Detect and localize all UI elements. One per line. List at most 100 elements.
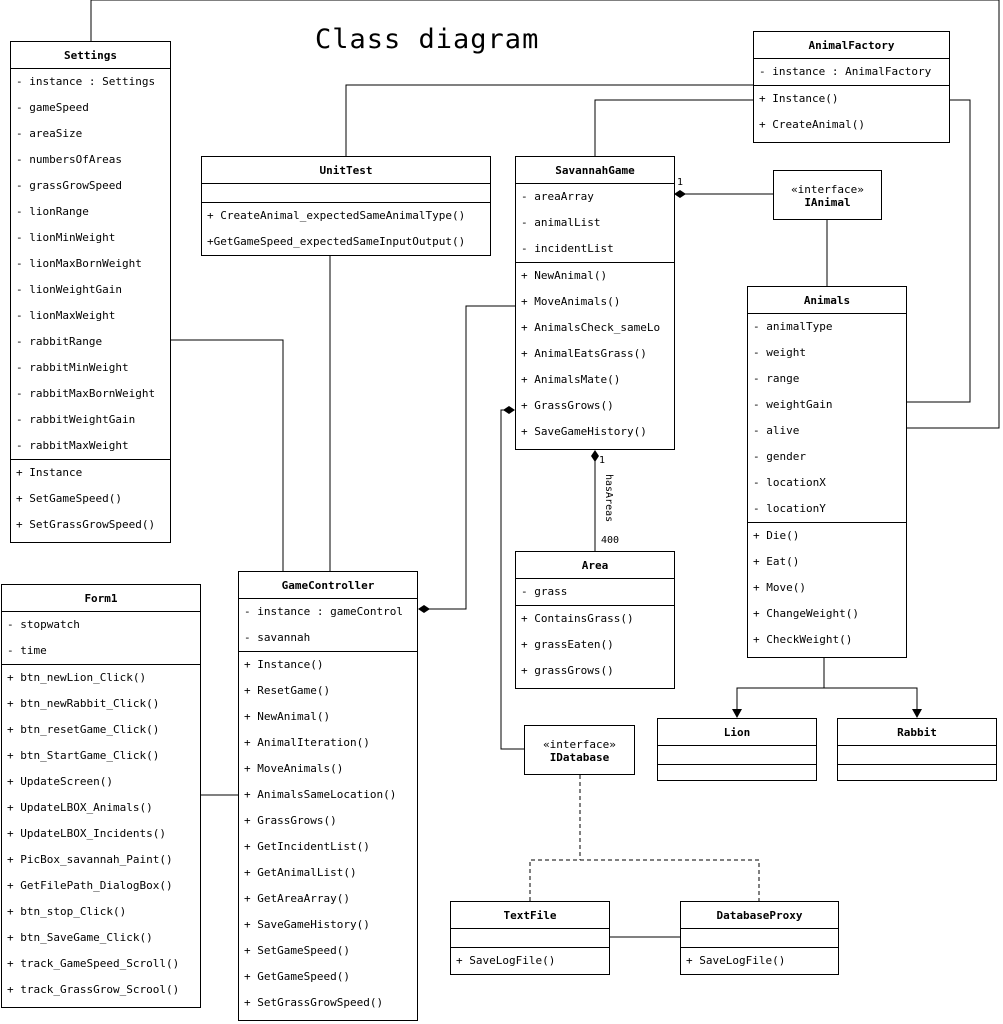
method-item: + SaveGameHistory() bbox=[244, 918, 370, 931]
attribute-item: - savannah bbox=[244, 631, 311, 644]
lion-inheritance-link bbox=[736, 687, 918, 712]
method-item: + grassGrows() bbox=[521, 664, 614, 677]
attribute-section bbox=[202, 184, 490, 203]
method-item: + SetGameSpeed() bbox=[16, 492, 122, 505]
method-item: + UpdateLBOX_Animals() bbox=[7, 801, 153, 814]
method-item: + GrassGrows() bbox=[521, 399, 614, 412]
method-item: + GetIncidentList() bbox=[244, 840, 370, 853]
method-item: + AnimalIteration() bbox=[244, 736, 370, 749]
class-textfile[interactable]: TextFile+ SaveLogFile() bbox=[450, 901, 610, 975]
class-name: Area bbox=[581, 558, 609, 572]
class-name: Form1 bbox=[84, 591, 118, 605]
attribute-section bbox=[681, 929, 838, 948]
method-item: + btn_newRabbit_Click() bbox=[7, 697, 160, 710]
controller-game-diamond bbox=[418, 605, 430, 613]
attribute-item: - lionMaxBornWeight bbox=[16, 257, 142, 270]
method-section: + Die()+ Eat()+ Move()+ ChangeWeight()+ … bbox=[748, 523, 906, 653]
attribute-item: - areaSize bbox=[16, 127, 83, 140]
attribute-item: - lionMinWeight bbox=[16, 231, 116, 244]
class-lion[interactable]: Lion bbox=[657, 718, 817, 781]
class-gamecontroller[interactable]: GameController- instance : gameControl- … bbox=[238, 571, 418, 1021]
method-section: + NewAnimal() + MoveAnimals() + AnimalsChe… bbox=[516, 263, 674, 445]
method-item: + btn_SaveGame_Click() bbox=[7, 931, 153, 944]
class-area[interactable]: Area- grass+ ContainsGrass()+ grassEaten… bbox=[515, 551, 675, 689]
class-header: «interface»IDatabase bbox=[525, 726, 634, 775]
attribute-item: - numbersOfAreas bbox=[16, 153, 122, 166]
rabbit-arrowhead bbox=[912, 709, 922, 718]
game-factory-link bbox=[594, 99, 753, 156]
attribute-item: - lionWeightGain bbox=[16, 283, 122, 296]
class-name: Settings bbox=[64, 48, 117, 62]
multiplicity-area: 400 bbox=[601, 535, 620, 546]
method-item: + PicBox_savannah_Paint() bbox=[7, 853, 173, 866]
class-form1[interactable]: Form1 - stopwatch- time+ btn_newLion_Clic… bbox=[1, 584, 201, 1008]
method-item: + AnimalsCheck_sameLo bbox=[521, 321, 661, 334]
method-section bbox=[838, 765, 996, 783]
attribute-item: - animalType bbox=[753, 320, 833, 333]
method-item: + CheckWeight() bbox=[753, 633, 853, 646]
lion-arrowhead bbox=[732, 709, 742, 718]
attribute-item: - gender bbox=[753, 450, 806, 463]
class-header: AnimalFactory bbox=[754, 32, 949, 59]
attribute-item: - weightGain bbox=[753, 398, 833, 411]
method-item: + NewAnimal() bbox=[521, 269, 608, 282]
attribute-item: - rabbitMaxWeight bbox=[16, 439, 129, 452]
method-item: + CreateAnimal() bbox=[759, 118, 865, 131]
label-has-areas: hasAreas bbox=[603, 474, 614, 523]
method-item: + UpdateLBOX_Incidents() bbox=[7, 827, 166, 840]
attribute-section: - areaArray- animalList- incidentList bbox=[516, 184, 674, 263]
method-section: + btn_newLion_Click()+ btn_newRabbit_Cli… bbox=[2, 665, 200, 1003]
idatabase-impl-link bbox=[529, 859, 760, 901]
stereotype-label: «interface» bbox=[791, 182, 864, 196]
class-name: Lion bbox=[723, 725, 751, 739]
controller-game-link bbox=[426, 305, 515, 610]
method-item: + UpdateScreen() bbox=[7, 775, 113, 788]
method-item: + Die() bbox=[753, 529, 800, 542]
class-header: «interface»IAnimal bbox=[774, 171, 881, 220]
class-rabbit[interactable]: Rabbit bbox=[837, 718, 997, 781]
class-unittest[interactable]: UnitTest + CreateAnimal_expectedSameAnima… bbox=[201, 156, 491, 256]
class-name: IDatabase bbox=[549, 750, 610, 764]
method-item: + Eat() bbox=[753, 555, 800, 568]
class-header: Rabbit bbox=[838, 719, 996, 746]
class-header: SavannahGame bbox=[516, 157, 674, 184]
multiplicity-game-ianimal: 1 bbox=[677, 177, 684, 188]
method-item: + AnimalsSameLocation() bbox=[244, 788, 397, 801]
class-header: Animals bbox=[748, 287, 906, 314]
attribute-item: - time bbox=[7, 644, 47, 657]
attribute-item: - animalList bbox=[521, 216, 601, 229]
idatabase-game-diamond bbox=[503, 406, 515, 414]
factory-animals-link bbox=[907, 99, 971, 403]
method-item: + MoveAnimals() bbox=[244, 762, 344, 775]
class-name: TextFile bbox=[503, 908, 557, 922]
class-animalfactory[interactable]: AnimalFactory- instance : AnimalFactory +… bbox=[753, 31, 950, 143]
class-databaseproxy[interactable]: DatabaseProxy+ SaveLogFile() bbox=[680, 901, 839, 975]
method-item: + ResetGame() bbox=[244, 684, 331, 697]
method-item: + MoveAnimals() bbox=[521, 295, 621, 308]
attribute-item: - rabbitMaxBornWeight bbox=[16, 387, 156, 400]
method-section: + SaveLogFile() bbox=[681, 948, 838, 974]
method-item: + SaveLogFile() bbox=[686, 954, 786, 967]
class-name: UnitTest bbox=[319, 163, 373, 177]
attribute-item: - areaArray bbox=[521, 190, 594, 203]
interface-ianimal[interactable]: «interface»IAnimal bbox=[773, 170, 882, 220]
interface-idatabase[interactable]: «interface»IDatabase bbox=[524, 725, 635, 775]
attribute-item: - lionRange bbox=[16, 205, 89, 218]
class-animals[interactable]: Animals- animalType- weight- range- weig… bbox=[747, 286, 907, 658]
unittest-factory-link bbox=[345, 84, 753, 156]
attribute-item: - grass bbox=[521, 585, 568, 598]
method-section: + CreateAnimal_expectedSameAnimalType()+… bbox=[202, 203, 490, 255]
class-settings[interactable]: Settings- instance : Settings- gameSpeed… bbox=[10, 41, 171, 543]
attribute-section: - instance : AnimalFactory bbox=[754, 59, 949, 86]
class-header: Area bbox=[516, 552, 674, 579]
attribute-item: - rabbitMinWeight bbox=[16, 361, 129, 374]
game-area-diamond bbox=[591, 450, 599, 462]
method-item: + grassEaten() bbox=[521, 638, 614, 651]
class-header: Settings bbox=[11, 42, 170, 69]
attribute-section: - stopwatch- time bbox=[2, 612, 200, 665]
diagram-title: Class diagram bbox=[315, 24, 540, 55]
class-savannahgame[interactable]: SavannahGame- areaArray- animalList- inc… bbox=[515, 156, 675, 450]
attribute-item: - grassGrowSpeed bbox=[16, 179, 122, 192]
